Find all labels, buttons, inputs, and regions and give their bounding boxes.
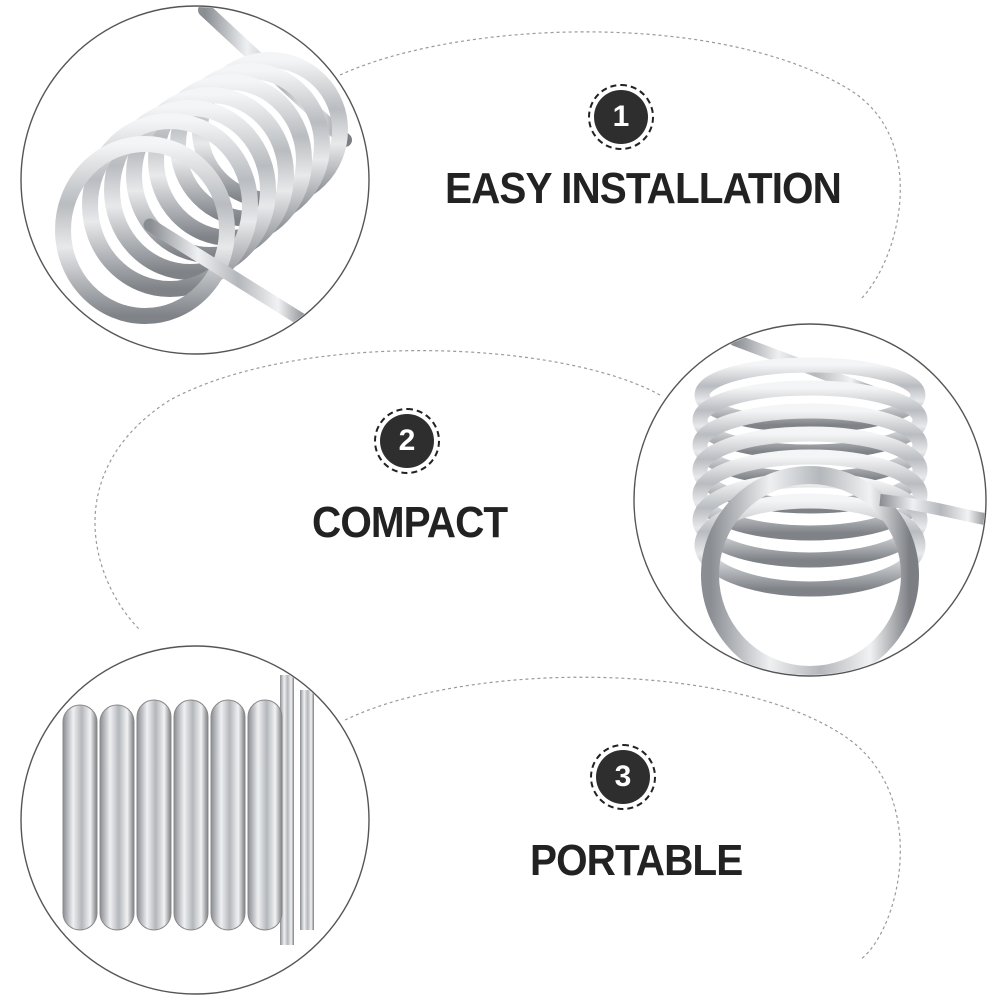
feature-label-portable: PORTABLE (530, 836, 743, 885)
feature-label-easy-installation: EASY INSTALLATION (445, 164, 842, 213)
number-badge-1: 1 (588, 84, 654, 150)
dashed-oval-1 (339, 31, 901, 301)
spring-image-3 (20, 645, 370, 995)
number-badge-3: 3 (590, 744, 656, 810)
feature-label-compact: COMPACT (312, 498, 508, 547)
dashed-oval-3 (344, 676, 901, 961)
badge-number: 1 (594, 90, 648, 144)
spring-image-2 (633, 323, 987, 677)
badge-number: 2 (380, 414, 434, 468)
number-badge-2: 2 (374, 408, 440, 474)
spring-image-1 (20, 5, 370, 355)
dashed-oval-2 (94, 350, 661, 631)
badge-number: 3 (596, 750, 650, 804)
